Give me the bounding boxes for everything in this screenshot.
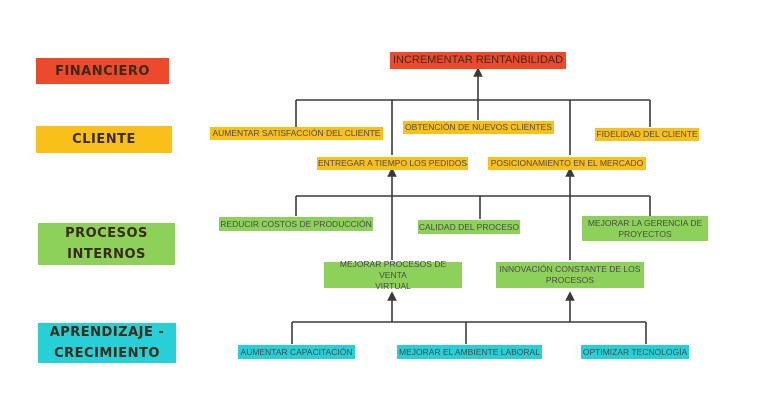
node-aumentar-satisfaccion: AUMENTAR SATISFACCIÓN DEL CLIENTE	[210, 127, 383, 140]
node-gerencia-proyectos-label-1: MEJORAR LA GERENCIA DE	[587, 217, 703, 228]
node-optimizar-tecnologia-label: OPTIMIZAR TECNOLOGÍA	[582, 346, 688, 357]
node-obtencion-nuevos-clientes-label: OBTENCIÓN DE NUEVOS CLIENTES	[405, 122, 552, 132]
perspective-aprendizaje-label-1: APRENDIZAJE -	[49, 325, 165, 340]
node-gerencia-proyectos-label-2: PROYECTOS	[618, 228, 672, 239]
perspective-financiero: FINANCIERO	[36, 58, 169, 84]
node-optimizar-tecnologia: OPTIMIZAR TECNOLOGÍA	[581, 345, 689, 359]
node-procesos-venta-virtual-label-2: VIRTUAL	[375, 280, 411, 291]
node-incrementar-rentabilidad-label: INCREMENTAR RENTANBILIDAD	[392, 54, 564, 66]
node-entregar-a-tiempo: ENTREGAR A TIEMPO LOS PEDIDOS	[317, 157, 468, 170]
perspective-aprendizaje-crecimiento: APRENDIZAJE - CRECIMIENTO	[38, 323, 176, 363]
node-fidelidad-cliente: FIDELIDAD DEL CLIENTE	[595, 128, 699, 141]
node-aumentar-capacitacion: AUMENTAR CAPACITACIÓN	[238, 345, 355, 359]
node-reducir-costos: REDUCIR COSTOS DE PRODUCCIÓN	[219, 217, 373, 231]
node-ambiente-laboral: MEJORAR EL AMBIENTE LABORAL	[397, 345, 542, 359]
node-innovacion-constante-label-1: INNOVACIÓN CONSTANTE DE LOS	[499, 264, 641, 274]
node-innovacion-constante: INNOVACIÓN CONSTANTE DE LOS PROCESOS	[496, 262, 644, 288]
node-aumentar-capacitacion-label: AUMENTAR CAPACITACIÓN	[240, 346, 353, 357]
node-incrementar-rentabilidad: INCREMENTAR RENTANBILIDAD	[390, 52, 566, 69]
node-gerencia-proyectos: MEJORAR LA GERENCIA DE PROYECTOS	[582, 216, 708, 241]
node-reducir-costos-label: REDUCIR COSTOS DE PRODUCCIÓN	[220, 218, 372, 229]
node-aumentar-satisfaccion-label: AUMENTAR SATISFACCIÓN DEL CLIENTE	[212, 128, 381, 138]
node-ambiente-laboral-label: MEJORAR EL AMBIENTE LABORAL	[399, 346, 540, 357]
node-innovacion-constante-label-2: PROCESOS	[545, 275, 595, 285]
node-calidad-proceso-label: CALIDAD DEL PROCESO	[418, 221, 520, 232]
node-procesos-venta-virtual: MEJORAR PROCESOS DE VENTA VIRTUAL	[324, 258, 462, 291]
node-calidad-proceso: CALIDAD DEL PROCESO	[418, 220, 520, 234]
node-fidelidad-cliente-label: FIDELIDAD DEL CLIENTE	[596, 129, 698, 139]
node-posicionamiento-label: POSICIONAMIENTO EN EL MERCADO	[490, 158, 644, 168]
node-posicionamiento: POSICIONAMIENTO EN EL MERCADO	[488, 157, 646, 170]
node-obtencion-nuevos-clientes: OBTENCIÓN DE NUEVOS CLIENTES	[403, 121, 554, 134]
perspective-procesos-label-2: INTERNOS	[67, 247, 146, 262]
perspective-procesos-label-1: PROCESOS	[65, 226, 148, 241]
perspective-cliente: CLIENTE	[36, 126, 172, 153]
node-entregar-a-tiempo-label: ENTREGAR A TIEMPO LOS PEDIDOS	[317, 158, 468, 168]
perspective-aprendizaje-label-2: CRECIMIENTO	[54, 346, 160, 361]
perspective-cliente-label: CLIENTE	[72, 132, 136, 147]
perspective-procesos-internos: PROCESOS INTERNOS	[38, 223, 175, 265]
node-procesos-venta-virtual-label-1: MEJORAR PROCESOS DE VENTA	[339, 258, 447, 280]
perspective-financiero-label: FINANCIERO	[55, 63, 150, 79]
